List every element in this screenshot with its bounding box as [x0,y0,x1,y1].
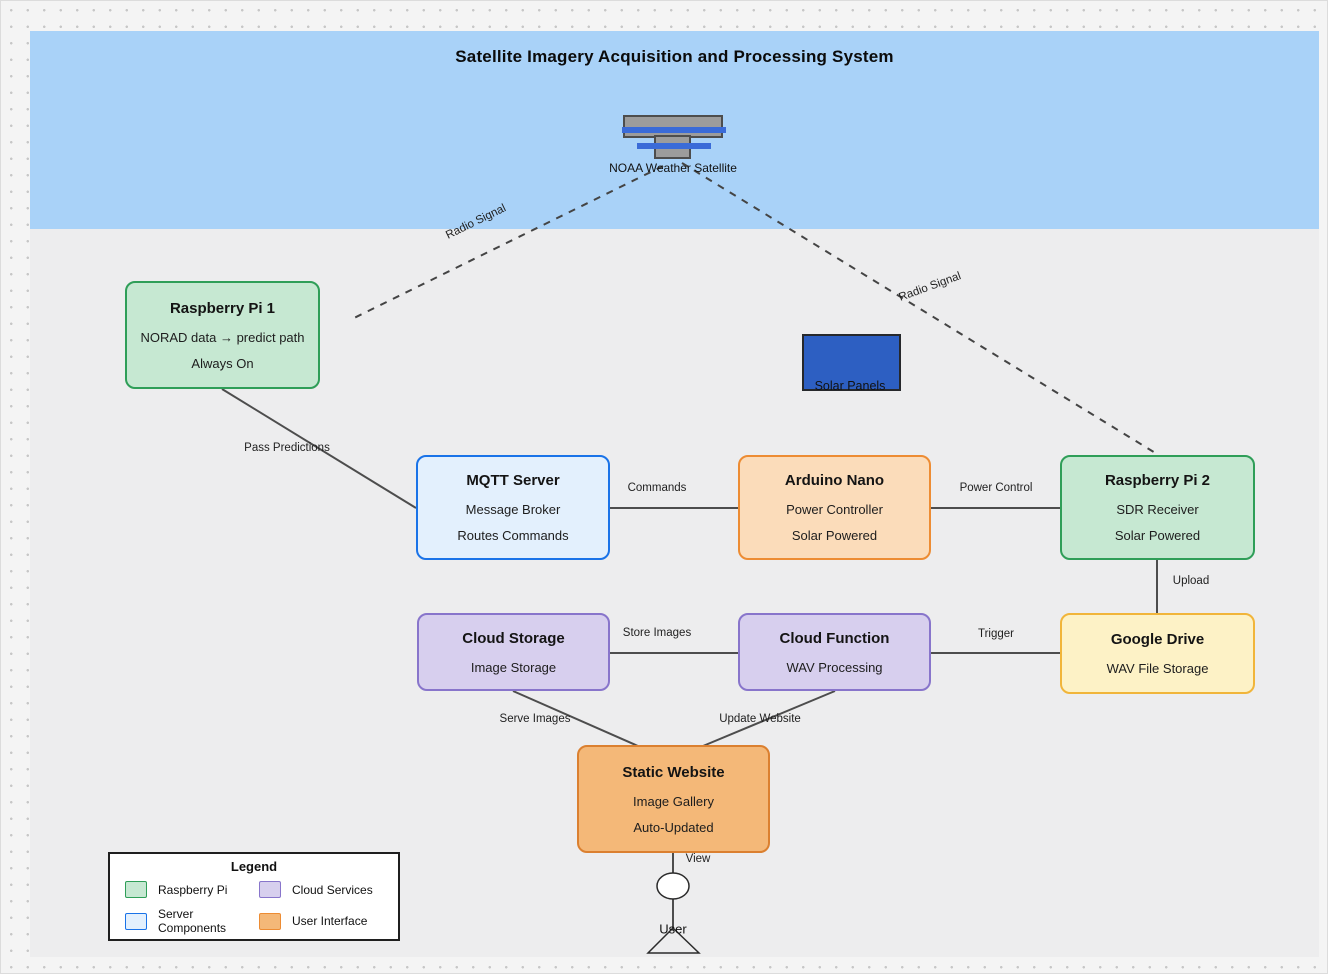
satellite-label: NOAA Weather Satellite [609,161,737,175]
legend-item-user-interface: User Interface [259,907,398,935]
legend-item-server-components: Server Components [125,907,259,935]
node-title: Cloud Storage [462,629,565,647]
edge-label-serve-images: Serve Images [499,713,571,725]
node-raspberry-pi-1[interactable]: Raspberry Pi 1 NORAD data → predict path… [125,281,320,389]
node-subtitle: SDR Receiver [1116,502,1199,517]
node-subtitle: Auto-Updated [633,819,714,835]
edge-label-upload: Upload [1172,575,1210,587]
node-mqtt-server[interactable]: MQTT Server Message Broker Routes Comman… [416,455,610,560]
legend-swatch-user-interface [259,912,281,930]
node-subtitle: Power Controller [786,502,883,517]
legend-item-label: Server Components [158,907,227,935]
edge-label-trigger: Trigger [978,628,1014,640]
node-cloud-function[interactable]: Cloud Function WAV Processing [738,613,931,691]
legend-title: Legend [230,859,278,874]
legend-item-raspberry-pi: Raspberry Pi [125,881,259,898]
edge-label-commands: Commands [627,482,687,494]
node-subtitle: Always On [191,355,254,371]
node-subtitle: WAV File Storage [1106,661,1209,676]
legend-swatch-server-components [125,912,147,930]
legend-grid: Raspberry Pi Cloud Services Server Compo… [110,874,398,935]
edge-label-view: View [685,853,711,865]
solar-panels-label: Solar Panels [814,379,886,393]
legend-item-label: Cloud Services [292,882,373,897]
node-google-drive[interactable]: Google Drive WAV File Storage [1060,613,1255,694]
edge-label-store-images: Store Images [622,627,692,639]
edge-label-power-control: Power Control [959,482,1033,494]
node-title: Static Website [622,763,725,781]
node-title: Google Drive [1110,631,1205,648]
node-title: Cloud Function [779,629,890,647]
node-subtitle: WAV Processing [786,659,883,675]
node-subtitle: NORAD data → predict path [140,329,305,345]
node-title: Raspberry Pi 1 [169,299,276,317]
sky-band: Satellite Imagery Acquisition and Proces… [30,31,1319,229]
node-title: Arduino Nano [784,472,885,489]
node-subtitle: Solar Powered [1114,528,1201,543]
node-subtitle: Image Gallery [633,793,714,809]
legend: Legend Raspberry Pi Cloud Services Serve… [108,852,400,941]
node-subtitle: Image Storage [470,659,557,675]
node-subtitle: Message Broker [465,502,561,517]
node-title: MQTT Server [466,472,560,489]
node-arduino-nano[interactable]: Arduino Nano Power Controller Solar Powe… [738,455,931,560]
node-raspberry-pi-2[interactable]: Raspberry Pi 2 SDR Receiver Solar Powere… [1060,455,1255,560]
legend-item-cloud-services: Cloud Services [259,881,398,898]
legend-item-label: User Interface [292,914,368,928]
node-subtitle: Solar Powered [791,528,878,543]
edge-label-update-website: Update Website [719,713,801,725]
diagram-title: Satellite Imagery Acquisition and Proces… [455,47,894,66]
node-cloud-storage[interactable]: Cloud Storage Image Storage [417,613,610,691]
legend-item-label: Raspberry Pi [158,882,228,897]
node-title: Raspberry Pi 2 [1104,472,1211,489]
user-label: User [659,921,687,937]
legend-swatch-raspberry-pi [125,881,147,898]
edge-label-pass-predictions: Pass Predictions [244,442,330,454]
legend-swatch-cloud-services [259,881,281,898]
node-subtitle: Routes Commands [457,528,569,543]
node-static-website[interactable]: Static Website Image Gallery Auto-Update… [577,745,770,853]
